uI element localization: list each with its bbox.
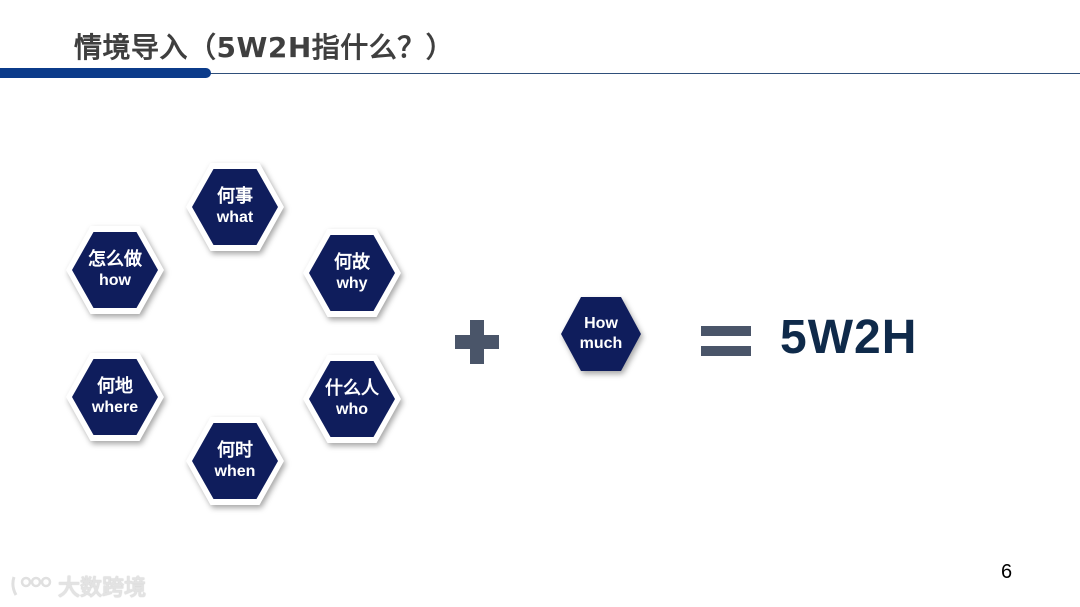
hexagon-en-label: when bbox=[214, 463, 256, 480]
page-title: 情境导入（5W2H指什么？） bbox=[74, 31, 455, 64]
hexagon-how: 怎么做 how bbox=[66, 226, 164, 314]
hexagon-cn-label: 怎么做 bbox=[88, 249, 142, 270]
hexagon-cn-label: 什么人 bbox=[325, 378, 379, 399]
hexagon-en-label: why bbox=[336, 275, 368, 292]
how-much-line2: much bbox=[579, 335, 623, 352]
watermark: 大数跨境 bbox=[10, 570, 146, 602]
brand-logo-icon bbox=[11, 576, 52, 596]
title-underline bbox=[0, 73, 1080, 74]
hexagon-where: 何地 where bbox=[66, 353, 164, 441]
hexagon-cn-label: 何时 bbox=[217, 440, 253, 461]
page-number: 6 bbox=[1001, 561, 1013, 583]
hexagon-how-much: How much bbox=[561, 297, 641, 371]
hexagon-cn-label: 何地 bbox=[97, 376, 133, 397]
hexagon-en-label: what bbox=[216, 209, 254, 226]
hexagon-what: 何事 what bbox=[186, 163, 284, 251]
hexagon-cn-label: 何事 bbox=[217, 186, 253, 207]
hexagon-en-label: where bbox=[91, 399, 139, 416]
hexagon-en-label: how bbox=[99, 272, 131, 289]
hexagon-who: 什么人 who bbox=[303, 355, 401, 443]
plus-icon bbox=[455, 320, 499, 364]
title-accent-bar bbox=[0, 68, 211, 78]
how-much-line1: How bbox=[584, 315, 618, 332]
hexagon-why: 何故 why bbox=[303, 229, 401, 317]
hexagon-en-label: who bbox=[336, 401, 368, 418]
equals-icon bbox=[701, 326, 751, 356]
hexagon-when: 何时 when bbox=[186, 417, 284, 505]
watermark-text: 大数跨境 bbox=[58, 576, 147, 601]
result-text: 5W2H bbox=[780, 311, 918, 364]
hexagon-cn-label: 何故 bbox=[334, 252, 370, 273]
